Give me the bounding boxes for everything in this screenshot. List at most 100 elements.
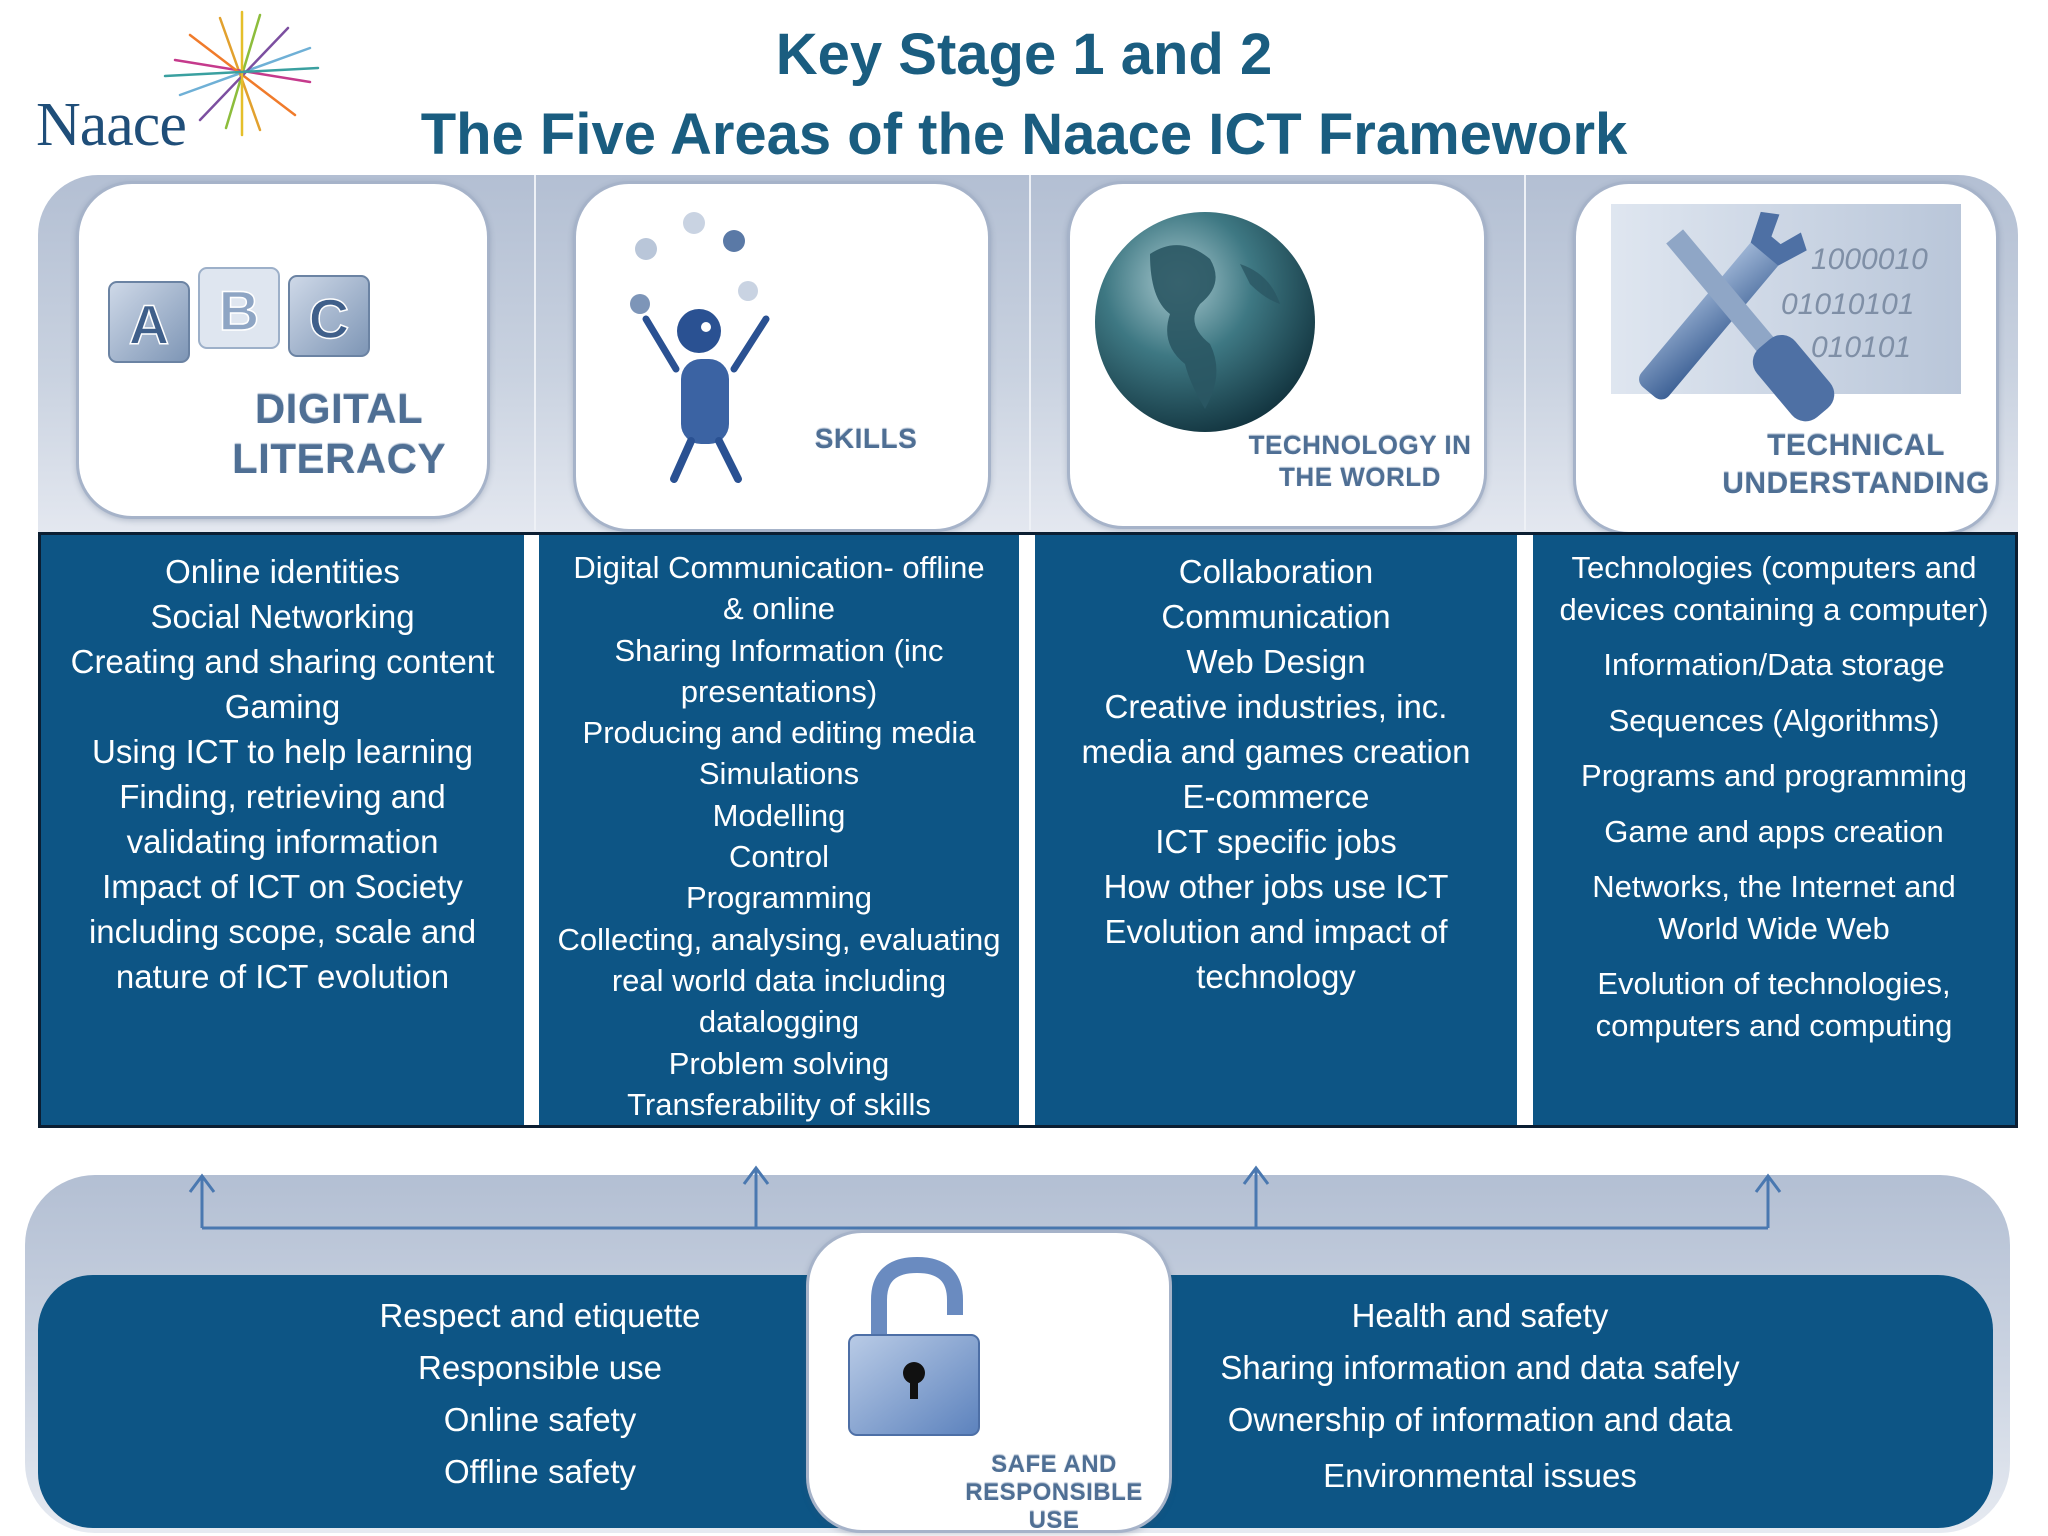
list-item: Programming [685, 880, 873, 916]
list-item: Evolution of technologies, computers and… [1595, 966, 1953, 1043]
list-item: Sequences (Algorithms) [1608, 702, 1940, 738]
technical-understanding-list: Technologies (computers and devices cont… [1555, 547, 1993, 1046]
digital-literacy-label: DIGITAL LITERACY [219, 384, 459, 484]
label-line: THE WORLD [1279, 462, 1441, 492]
label-line: UNDERSTANDING [1722, 467, 1990, 500]
skills-card: SKILLS [573, 181, 991, 532]
svg-text:B: B [219, 279, 259, 342]
list-item: How other jobs use ICT [1103, 868, 1449, 905]
list-item: Creating and sharing content [70, 643, 495, 680]
column-gap [1517, 535, 1533, 1125]
svg-text:A: A [129, 293, 169, 356]
list-item: datalogging [698, 1004, 860, 1040]
list-item: Web Design [1186, 643, 1366, 680]
list-item: Information/Data storage [1603, 647, 1945, 682]
list-item: Collecting, analysing, evaluating [557, 921, 1001, 957]
logo-text: Naace [36, 91, 187, 159]
list-item: E-commerce [1182, 778, 1370, 815]
list-item: Ownership of information and data [1227, 1401, 1733, 1438]
list-item: Using ICT to help learning [92, 733, 473, 770]
list-item: Respect and etiquette [379, 1297, 701, 1334]
safe-use-left-list: Respect and etiquette Responsible use On… [300, 1290, 780, 1498]
band-divider [534, 175, 536, 530]
list-item: Evolution and impact of [1104, 913, 1448, 950]
list-item: ICT specific jobs [1155, 823, 1397, 860]
band-divider [1524, 175, 1526, 530]
list-item: Impact of ICT on Society [102, 868, 463, 905]
list-item: Environmental issues [1323, 1457, 1637, 1494]
technical-understanding-card: 1000010 01010101 010101 TECHNICAL UNDERS… [1573, 181, 1999, 535]
list-item: including scope, scale and [88, 913, 477, 950]
skills-label: SKILLS [806, 422, 926, 456]
safe-and-responsible-use-card: SAFE AND RESPONSIBLE USE [806, 1230, 1172, 1533]
technology-in-the-world-list: Collaboration Communication Web Design C… [1035, 549, 1517, 999]
list-item: Health and safety [1351, 1297, 1609, 1334]
list-item: presentations) [680, 673, 878, 709]
list-item: Simulations [698, 756, 860, 792]
safe-use-right-list: Health and safety Sharing information an… [1180, 1290, 1780, 1502]
safe-and-responsible-use-label: SAFE AND RESPONSIBLE USE [949, 1451, 1159, 1533]
svg-text:C: C [309, 287, 349, 350]
label-line: DIGITAL [254, 385, 424, 432]
list-item: Gaming [224, 688, 341, 725]
technical-understanding-label: TECHNICAL UNDERSTANDING [1716, 427, 1996, 503]
skills-list: Digital Communication- offline & online … [539, 547, 1019, 1125]
technology-in-the-world-column: Collaboration Communication Web Design C… [1035, 535, 1517, 1125]
naace-logo: Naace [30, 10, 320, 159]
list-item: Online safety [443, 1401, 637, 1438]
list-item: Game and apps creation [1604, 813, 1944, 849]
band-divider [1029, 175, 1031, 530]
list-item: Finding, retrieving and [119, 778, 446, 815]
list-item: Programs and programming [1581, 758, 1967, 793]
label-line: SAFE AND [991, 1451, 1117, 1478]
list-item: nature of ICT evolution [115, 958, 450, 995]
list-item: Problem solving [668, 1045, 890, 1081]
list-item: Digital Communication- offline [573, 550, 985, 585]
digital-literacy-list: Online identities Social Networking Crea… [41, 549, 524, 999]
list-item: Offline safety [444, 1453, 636, 1490]
binary-text: 01010101 [1781, 288, 1914, 321]
label-line: LITERACY [232, 435, 446, 482]
list-item: technology [1196, 958, 1356, 995]
safe-use-right-column: Health and safety Sharing information an… [1180, 1290, 1780, 1502]
list-item: Creative industries, inc. [1104, 688, 1448, 725]
starburst-icon [163, 10, 320, 137]
technology-in-the-world-card: TECHNOLOGY IN THE WORLD [1067, 181, 1487, 529]
list-item: Technologies (computers and devices cont… [1559, 550, 1989, 627]
connector-arrows [188, 1165, 1782, 1230]
list-item: Online identities [165, 553, 400, 590]
skills-column: Digital Communication- offline & online … [539, 535, 1019, 1125]
list-item: Networks, the Internet and World Wide We… [1592, 869, 1956, 946]
binary-text: 010101 [1811, 331, 1911, 364]
list-item: Producing and editing media [582, 715, 976, 751]
label-line: SKILLS [814, 423, 918, 454]
abc-blocks-icon: A B C [108, 267, 370, 363]
list-item: media and games creation [1081, 733, 1471, 770]
page-title: Key Stage 1 and 2 [775, 22, 1273, 87]
list-item: Responsible use [418, 1349, 662, 1386]
list-item: Modelling [712, 797, 846, 833]
digital-literacy-column: Online identities Social Networking Crea… [41, 535, 524, 1125]
label-line: TECHNOLOGY IN [1248, 430, 1472, 460]
wrench-screwdriver-icon: 1000010 01010101 010101 [1611, 204, 1961, 422]
list-item: real world data including [611, 962, 947, 998]
technology-in-the-world-label: TECHNOLOGY IN THE WORLD [1240, 429, 1480, 493]
list-item: Communication [1161, 598, 1391, 635]
digital-literacy-card: A B C DIGITAL LITERACY [76, 181, 490, 519]
label-line: RESPONSIBLE USE [965, 1479, 1143, 1533]
list-item: Collaboration [1178, 553, 1374, 590]
globe-icon [1095, 212, 1315, 432]
padlock-open-icon [848, 1256, 980, 1436]
page-subtitle: The Five Areas of the Naace ICT Framewor… [420, 102, 1628, 167]
column-gap [1019, 535, 1035, 1125]
list-item: Transferability of skills [627, 1086, 931, 1122]
technical-understanding-column: Technologies (computers and devices cont… [1533, 535, 2015, 1125]
list-item: Sharing Information (inc [614, 632, 944, 668]
list-item: validating information [126, 823, 439, 860]
label-line: TECHNICAL [1767, 429, 1945, 462]
list-item: Sharing information and data safely [1220, 1349, 1740, 1386]
column-gap [524, 535, 539, 1125]
juggler-icon [630, 212, 770, 483]
binary-text: 1000010 [1811, 243, 1928, 276]
safe-use-left-column: Respect and etiquette Responsible use On… [300, 1290, 780, 1498]
